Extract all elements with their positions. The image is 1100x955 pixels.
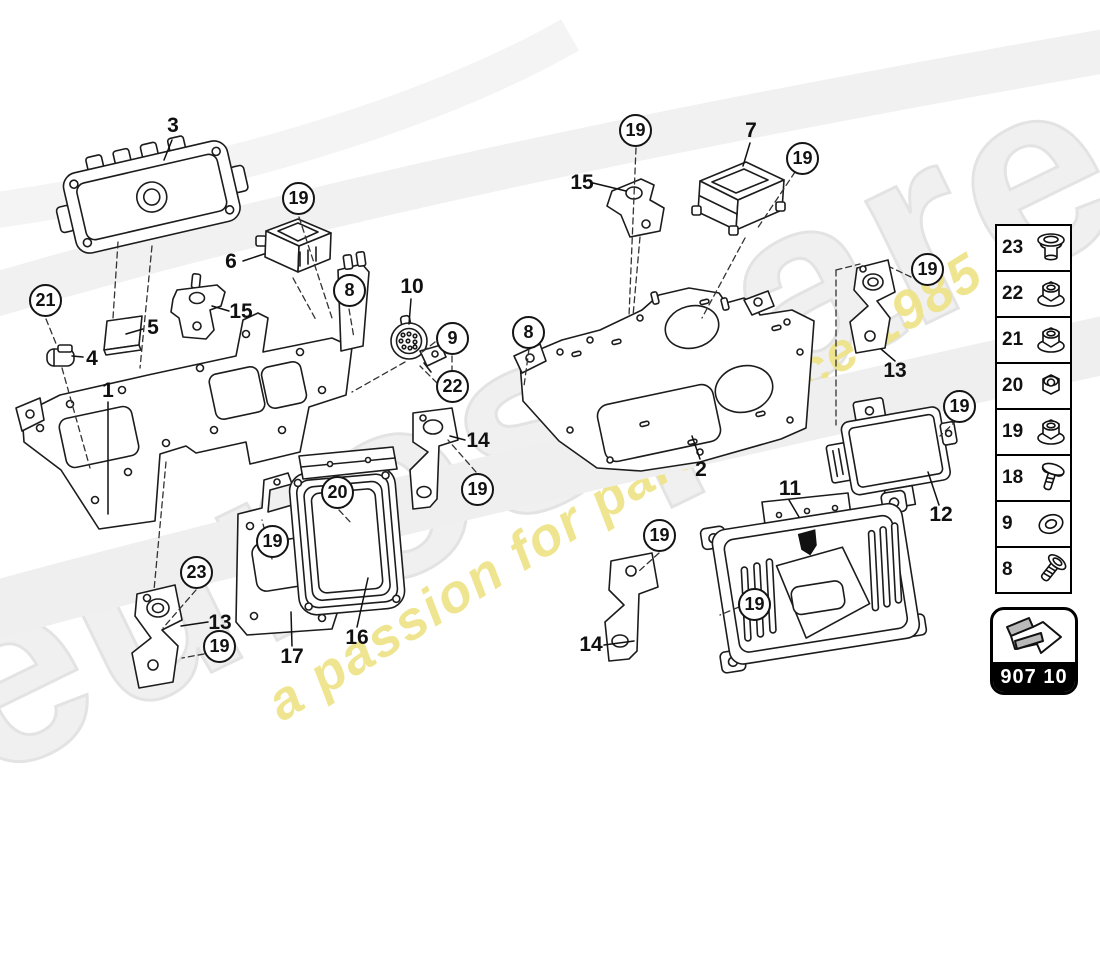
lamborghini-shield-icon xyxy=(797,529,817,556)
diagram-code: 907 10 xyxy=(993,662,1075,692)
part-label-16: 16 xyxy=(345,626,369,649)
diagram-code-box: 907 10 xyxy=(990,607,1078,695)
dashed-lines xyxy=(45,147,958,659)
part-label-13: 13 xyxy=(208,611,232,634)
part-mounting-plate-1 xyxy=(15,250,370,530)
hex-nut-icon xyxy=(1030,366,1072,406)
flange-nut-icon xyxy=(1030,274,1072,314)
part-label-11: 11 xyxy=(778,477,802,500)
callout-circle-19[interactable]: 19 xyxy=(203,630,236,663)
legend-number: 9 xyxy=(1002,513,1013,534)
part-label-10: 10 xyxy=(400,275,424,298)
legend-row-9[interactable]: 9 xyxy=(995,500,1072,548)
legend-row-22[interactable]: 22 xyxy=(995,270,1072,318)
callout-circle-8[interactable]: 8 xyxy=(512,316,545,349)
callout-circle-19[interactable]: 19 xyxy=(461,473,494,506)
washer-icon xyxy=(1030,504,1072,544)
part-module-6 xyxy=(255,218,332,273)
callout-circle-23[interactable]: 23 xyxy=(180,556,213,589)
legend-row-23[interactable]: 23 xyxy=(995,224,1072,272)
fastener-legend: 23 22 21 20 19 18 9 8 xyxy=(995,224,1072,594)
part-control-unit-16 xyxy=(288,446,406,616)
part-label-6: 6 xyxy=(225,250,237,273)
flange-nut-icon xyxy=(1030,320,1072,360)
part-bracket-14-center xyxy=(409,407,459,510)
part-label-13: 13 xyxy=(883,359,907,382)
legend-number: 20 xyxy=(1002,375,1024,396)
callout-circle-19[interactable]: 19 xyxy=(256,525,289,558)
callout-circle-19[interactable]: 19 xyxy=(643,519,676,552)
flange-nut-icon xyxy=(1030,412,1072,452)
part-label-15: 15 xyxy=(229,300,253,323)
legend-number: 22 xyxy=(1002,283,1024,304)
legend-row-20[interactable]: 20 xyxy=(995,362,1072,410)
part-label-3: 3 xyxy=(167,114,179,137)
bolt-icon xyxy=(1030,550,1072,590)
callout-circle-19[interactable]: 19 xyxy=(786,142,819,175)
legend-number: 19 xyxy=(1002,421,1024,442)
part-module-7 xyxy=(691,161,786,236)
part-ecu-11 xyxy=(699,489,928,674)
part-label-14: 14 xyxy=(466,429,490,452)
legend-row-19[interactable]: 19 xyxy=(995,408,1072,456)
part-label-7: 7 xyxy=(745,119,757,142)
legend-row-18[interactable]: 18 xyxy=(995,454,1072,502)
part-label-5: 5 xyxy=(147,316,159,339)
pan-screw-icon xyxy=(1030,458,1072,498)
callout-circle-21[interactable]: 21 xyxy=(29,284,62,317)
callout-circle-19[interactable]: 19 xyxy=(943,390,976,423)
part-label-15: 15 xyxy=(570,171,594,194)
part-clip-4 xyxy=(46,344,75,367)
background-swoosh xyxy=(0,19,1100,639)
callout-circle-19[interactable]: 19 xyxy=(738,588,771,621)
part-label-12: 12 xyxy=(929,503,953,526)
parts-diagram-stage: eurospares a passion for parts since 198… xyxy=(0,0,1100,835)
sleeve-nut-icon xyxy=(1030,228,1072,268)
part-bracket-15-right xyxy=(606,178,665,238)
part-label-17: 17 xyxy=(280,645,304,668)
part-ecu-3 xyxy=(55,135,249,254)
part-bracket-13-bottom xyxy=(131,584,183,689)
part-label-14: 14 xyxy=(579,633,603,656)
callout-circle-20[interactable]: 20 xyxy=(321,476,354,509)
part-bracket-15-left xyxy=(170,273,226,340)
legend-number: 21 xyxy=(1002,329,1024,350)
callout-circle-19[interactable]: 19 xyxy=(282,182,315,215)
callout-circle-19[interactable]: 19 xyxy=(619,114,652,147)
part-bracket-13-right xyxy=(849,259,896,354)
part-spacer-plate-5 xyxy=(103,315,143,356)
parts-line-art xyxy=(0,19,1100,689)
legend-row-21[interactable]: 21 xyxy=(995,316,1072,364)
part-label-1: 1 xyxy=(102,379,114,402)
callout-circle-8[interactable]: 8 xyxy=(333,274,366,307)
part-label-2: 2 xyxy=(695,458,707,481)
callout-circle-19[interactable]: 19 xyxy=(911,253,944,286)
part-bracket-plate-2 xyxy=(513,287,815,472)
legend-number: 8 xyxy=(1002,559,1013,580)
part-module-12 xyxy=(825,397,958,510)
legend-number: 18 xyxy=(1002,467,1024,488)
part-bracket-14-bottom xyxy=(604,552,659,662)
legend-number: 23 xyxy=(1002,237,1024,258)
direction-arrow-icon xyxy=(993,610,1075,662)
callout-circle-22[interactable]: 22 xyxy=(436,370,469,403)
callout-circle-9[interactable]: 9 xyxy=(436,322,469,355)
leader-lines xyxy=(71,139,940,647)
legend-row-8[interactable]: 8 xyxy=(995,546,1072,594)
part-label-4: 4 xyxy=(86,347,98,370)
